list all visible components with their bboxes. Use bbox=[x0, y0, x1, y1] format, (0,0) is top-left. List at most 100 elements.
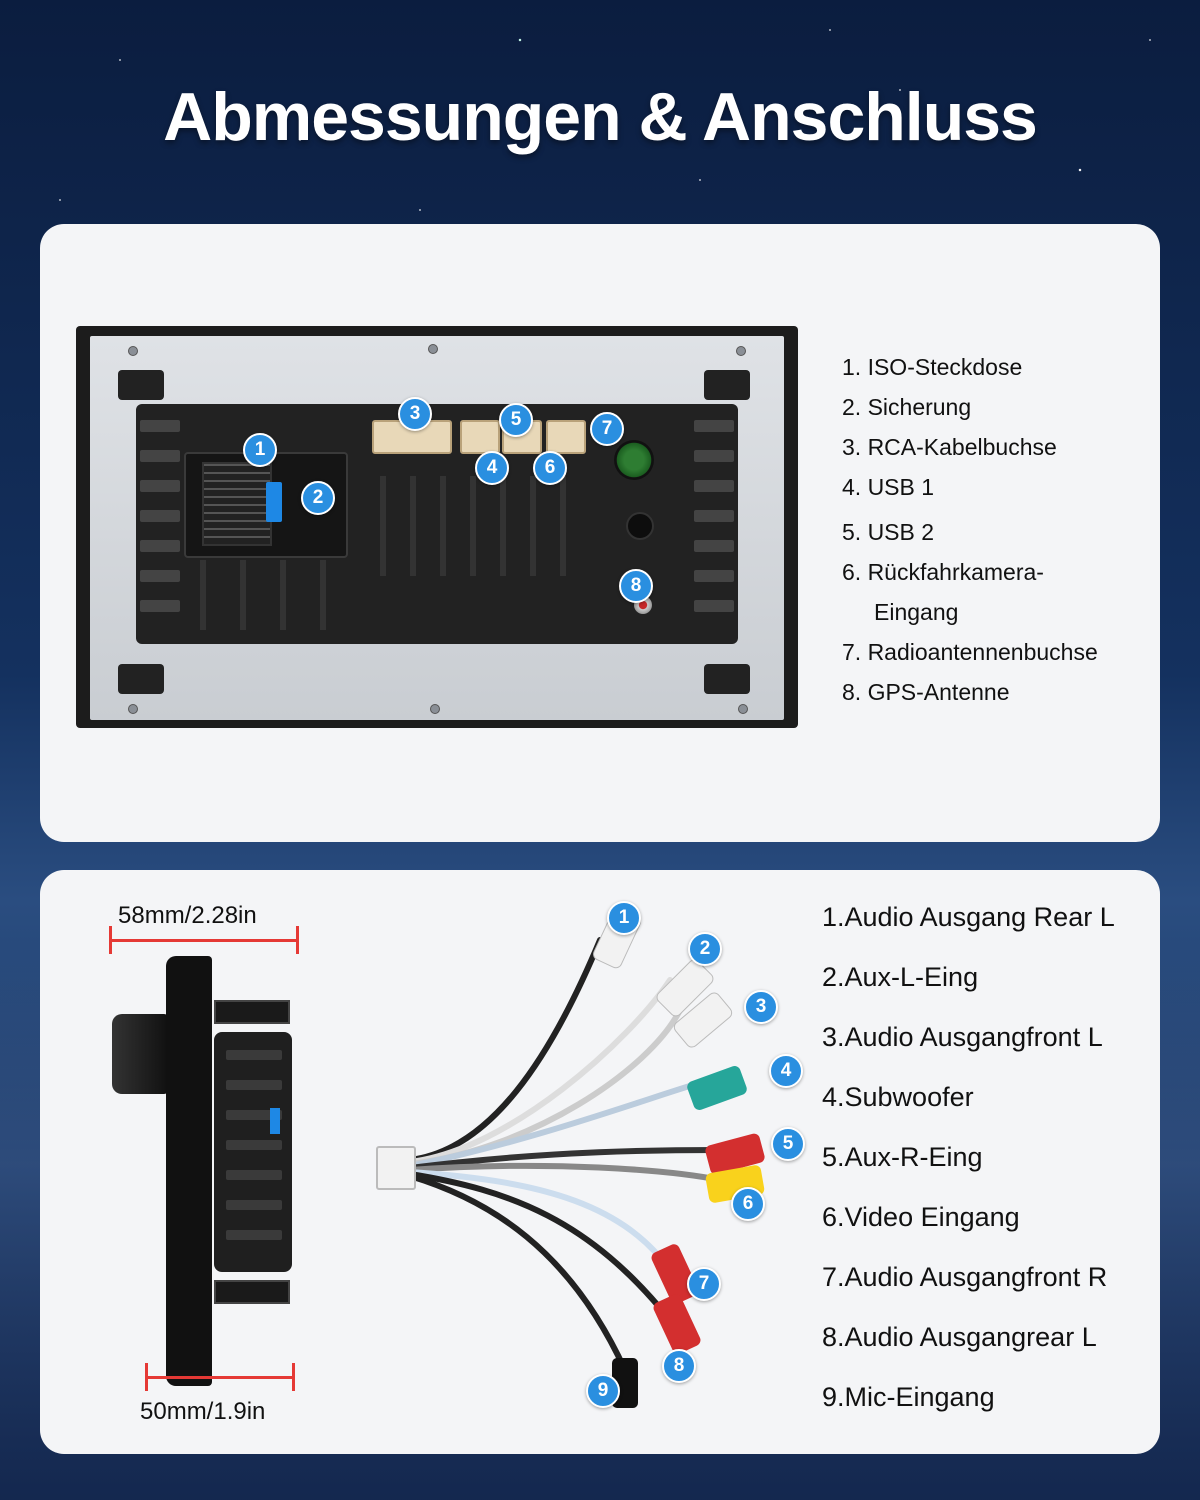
iso-socket-pins bbox=[202, 462, 272, 546]
cable bbox=[407, 1147, 723, 1171]
screw bbox=[428, 344, 438, 354]
mounting-bracket bbox=[118, 370, 164, 400]
callout-badge-5: 5 bbox=[499, 403, 533, 437]
width-dimension-line bbox=[146, 1376, 294, 1379]
legend-item: 6. Rückfahrkamera- bbox=[842, 559, 1044, 585]
side-view-knob bbox=[112, 1014, 168, 1094]
legend-item: 1. ISO-Steckdose bbox=[842, 354, 1023, 380]
rca-plug-red bbox=[651, 1244, 699, 1304]
side-view-rib bbox=[226, 1110, 282, 1120]
rca-plug-red bbox=[653, 1294, 701, 1354]
legend-item: 6.Video Eingang bbox=[822, 1202, 1020, 1232]
legend-item: 3. RCA-Kabelbuchse bbox=[842, 434, 1057, 460]
callout-badge-4: 4 bbox=[475, 451, 509, 485]
heatsink-fin bbox=[140, 540, 180, 552]
vent-slot bbox=[530, 476, 536, 576]
legend-item: 2.Aux-L-Eing bbox=[822, 962, 979, 992]
legend-item: 8. GPS-Antenne bbox=[842, 679, 1010, 705]
dimension-tick bbox=[145, 1363, 148, 1391]
vent-slot bbox=[470, 476, 476, 576]
side-view-bracket bbox=[214, 1280, 290, 1304]
screw bbox=[128, 346, 138, 356]
side-view-rib bbox=[226, 1170, 282, 1180]
heatsink-fin bbox=[694, 420, 734, 432]
mounting-bracket bbox=[704, 664, 750, 694]
rca-plug-white bbox=[673, 992, 733, 1048]
screw bbox=[128, 704, 138, 714]
dimension-tick bbox=[109, 926, 112, 954]
cable bbox=[407, 1173, 628, 1373]
cable bbox=[407, 1162, 723, 1183]
legend-item: 1.Audio Ausgang Rear L bbox=[822, 902, 1115, 932]
vent-slot bbox=[280, 560, 286, 630]
heatsink-fin bbox=[140, 450, 180, 462]
legend-item: 5. USB 2 bbox=[842, 519, 935, 545]
vent-slot bbox=[320, 560, 326, 630]
callout-badge-7: 7 bbox=[687, 1267, 721, 1301]
side-view-fuse bbox=[270, 1108, 280, 1134]
cable bbox=[407, 1169, 673, 1273]
aux-port bbox=[626, 512, 654, 540]
side-view-rib bbox=[226, 1140, 282, 1150]
heatsink-fin bbox=[140, 570, 180, 582]
heatsink-fin bbox=[694, 570, 734, 582]
screw bbox=[736, 346, 746, 356]
heatsink-fin bbox=[694, 450, 734, 462]
vent-slot bbox=[500, 476, 506, 576]
legend-item: 5.Aux-R-Eing bbox=[822, 1142, 983, 1172]
callout-badge-7: 7 bbox=[590, 412, 624, 446]
legend-item: 7. Radioantennenbuchse bbox=[842, 639, 1098, 665]
depth-dimension-line bbox=[110, 939, 298, 942]
side-view-rib bbox=[226, 1230, 282, 1240]
heatsink-fin bbox=[694, 540, 734, 552]
callout-badge-8: 8 bbox=[662, 1349, 696, 1383]
heatsink-fin bbox=[140, 480, 180, 492]
heatsink-fin bbox=[694, 480, 734, 492]
vent-slot bbox=[440, 476, 446, 576]
heatsink-fin bbox=[140, 420, 180, 432]
usb1-socket bbox=[460, 420, 500, 454]
heatsink-fin bbox=[694, 510, 734, 522]
vent-slot bbox=[200, 560, 206, 630]
screw bbox=[738, 704, 748, 714]
rca-plug-green bbox=[687, 1066, 747, 1110]
callout-badge-6: 6 bbox=[731, 1187, 765, 1221]
vent-slot bbox=[560, 476, 566, 576]
vent-slot bbox=[410, 476, 416, 576]
legend-item: 4.Subwoofer bbox=[822, 1082, 974, 1112]
legend-item: 7.Audio Ausgangfront R bbox=[822, 1262, 1108, 1292]
callout-badge-8: 8 bbox=[619, 569, 653, 603]
cable bbox=[407, 1007, 683, 1167]
legend-item: 4. USB 1 bbox=[842, 474, 935, 500]
callout-badge-1: 1 bbox=[243, 433, 277, 467]
callout-badge-3: 3 bbox=[398, 397, 432, 431]
callout-badge-1: 1 bbox=[607, 901, 641, 935]
cable bbox=[407, 937, 603, 1163]
dimension-tick bbox=[292, 1363, 295, 1391]
vent-slot bbox=[240, 560, 246, 630]
legend-item: 3.Audio Ausgangfront L bbox=[822, 1022, 1103, 1052]
vent-slot bbox=[380, 476, 386, 576]
callout-badge-5: 5 bbox=[771, 1127, 805, 1161]
mounting-bracket bbox=[118, 664, 164, 694]
side-view-rib bbox=[226, 1200, 282, 1210]
cable bbox=[407, 1171, 673, 1323]
dimension-tick bbox=[296, 926, 299, 954]
legend-item-continued: Eingang bbox=[874, 599, 959, 625]
radio-antenna-socket bbox=[614, 440, 654, 480]
width-dimension-label: 50mm/1.9in bbox=[140, 1398, 266, 1425]
side-view-rib bbox=[226, 1080, 282, 1090]
heatsink-fin bbox=[140, 600, 180, 612]
fuse bbox=[266, 482, 282, 522]
screw bbox=[430, 704, 440, 714]
callout-badge-4: 4 bbox=[769, 1054, 803, 1088]
page-title: Abmessungen & Anschluss bbox=[163, 79, 1038, 155]
cable bbox=[407, 977, 673, 1165]
side-view-rib bbox=[226, 1050, 282, 1060]
harness-connector bbox=[376, 1146, 416, 1190]
callout-badge-6: 6 bbox=[533, 451, 567, 485]
callout-badge-2: 2 bbox=[688, 932, 722, 966]
camera-input-socket bbox=[546, 420, 586, 454]
rca-plug-white bbox=[656, 959, 714, 1017]
depth-dimension-label: 58mm/2.28in bbox=[118, 902, 257, 929]
